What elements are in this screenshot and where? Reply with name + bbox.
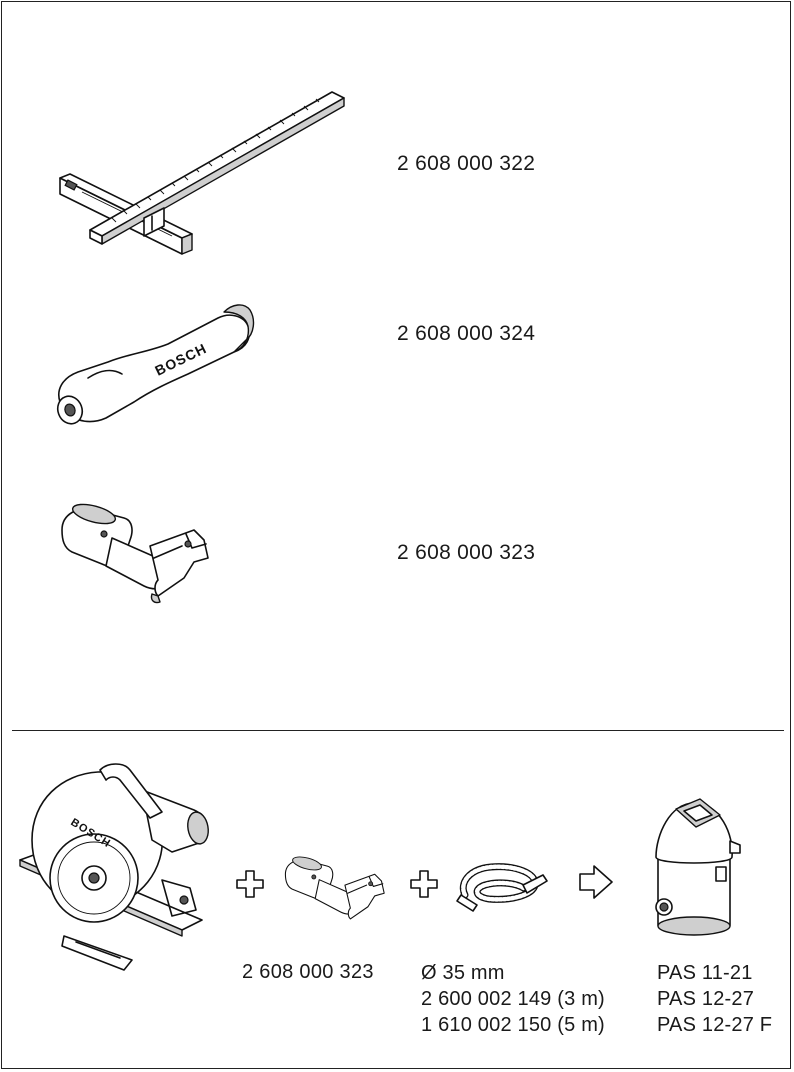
plus-symbol-2 (409, 869, 439, 904)
circular-saw-icon: BOSCH (12, 760, 212, 975)
setup-adapter-part-number: 2 608 000 323 (242, 961, 374, 983)
hose-part-3m: 2 600 002 149 (3 m) (421, 988, 605, 1010)
section-divider (12, 730, 784, 731)
extraction-adapter-icon-small (280, 852, 395, 927)
plus-symbol-1 (235, 869, 265, 904)
auxiliary-handle-icon: BOSCH (48, 290, 258, 430)
part-number-auxiliary-handle: 2 608 000 324 (397, 322, 536, 345)
hose-part-5m: 1 610 002 150 (5 m) (421, 1014, 605, 1036)
vacuum-model-3: PAS 12-27 F (657, 1014, 773, 1036)
vacuum-model-2: PAS 12-27 (657, 988, 755, 1010)
arrow-right-icon (578, 864, 614, 905)
hose-diameter: Ø 35 mm (421, 962, 505, 984)
vacuum-models: PAS 11-21 PAS 12-27 PAS 12-27 F (657, 960, 772, 1038)
parallel-guide-icon (52, 90, 352, 270)
vacuum-hose-icon (455, 855, 550, 915)
part-number-parallel-guide: 2 608 000 322 (397, 152, 536, 175)
vacuum-cleaner-icon (650, 795, 745, 945)
hose-info: Ø 35 mm 2 600 002 149 (3 m) 1 610 002 15… (421, 960, 605, 1038)
extraction-adapter-icon (54, 500, 224, 605)
vacuum-model-1: PAS 11-21 (657, 962, 753, 984)
part-number-extraction-adapter: 2 608 000 323 (397, 541, 536, 564)
